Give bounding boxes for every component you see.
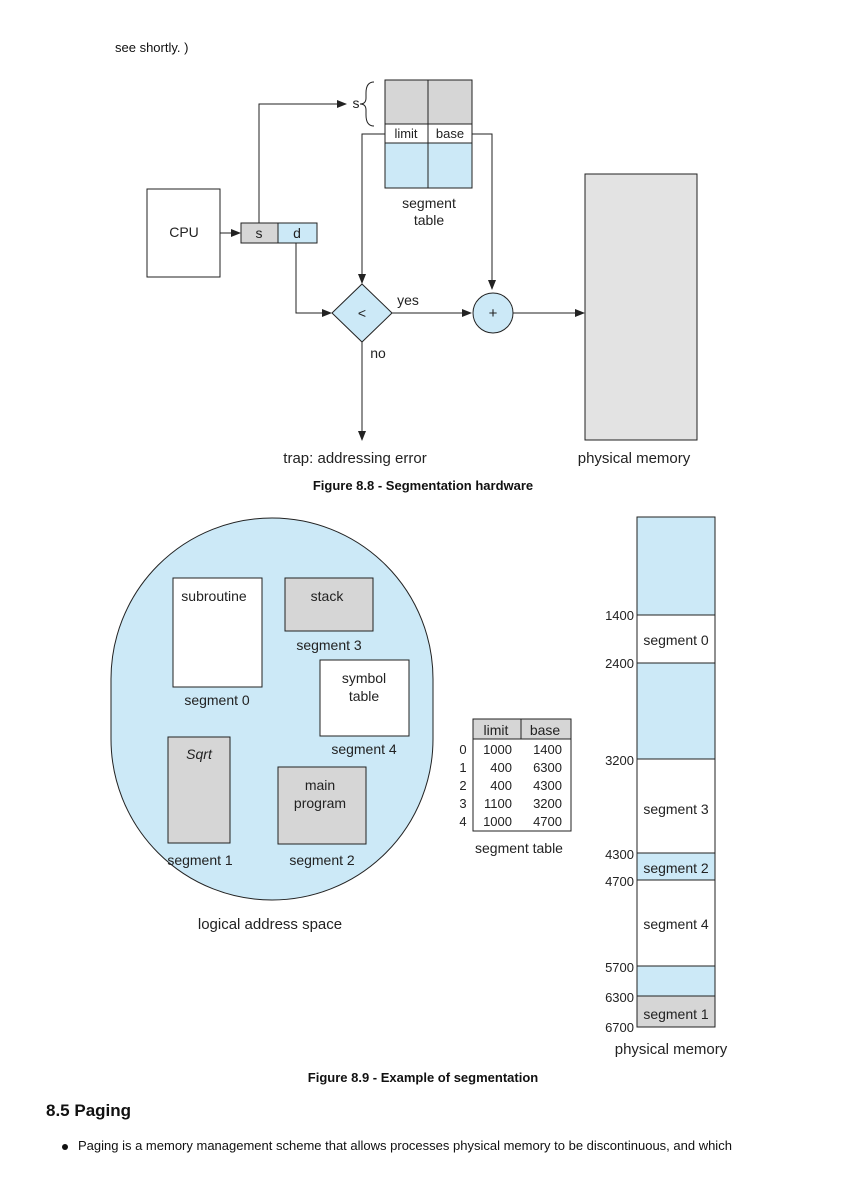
main-program-label-1: main — [305, 777, 335, 793]
table-cell-index: 2 — [459, 778, 466, 793]
bullet-text: Paging is a memory management scheme tha… — [78, 1138, 732, 1153]
table-cell-index: 4 — [459, 814, 466, 829]
table-cell-limit: 400 — [490, 778, 512, 793]
address-s-label: s — [256, 225, 263, 241]
table-cell-base: 4700 — [533, 814, 562, 829]
address-2400: 2400 — [605, 656, 634, 671]
subroutine-box — [172, 577, 263, 688]
table-cell-limit: 1000 — [483, 742, 512, 757]
mem-segment-1 — [636, 995, 716, 1028]
limit-label: limit — [394, 126, 417, 141]
yes-label: yes — [397, 292, 419, 308]
figure-8-9-caption: Figure 8.9 - Example of segmentation — [307, 1070, 539, 1085]
table-cell-limit: 1000 — [483, 814, 512, 829]
mem-segment-4 — [636, 879, 716, 967]
physical-memory-box — [584, 173, 698, 441]
base-label: base — [436, 126, 464, 141]
stack-label: stack — [311, 588, 345, 604]
s-arrow — [258, 100, 347, 223]
figure-8-8-caption: Figure 8.8 - Segmentation hardware — [312, 478, 534, 493]
address-5700: 5700 — [605, 960, 634, 975]
segment-2-label: segment 2 — [289, 852, 355, 868]
address-4300: 4300 — [605, 847, 634, 862]
no-label: no — [370, 345, 386, 361]
physical-memory-label: physical memory — [578, 450, 691, 467]
compare-label: < — [358, 305, 366, 321]
segment-table-label-1: segment — [402, 195, 456, 211]
table-cell-index: 3 — [459, 796, 466, 811]
symbol-table-label-1: symbol — [342, 670, 386, 686]
table-header-limit: limit — [484, 722, 509, 738]
symbol-table-box — [319, 659, 410, 737]
bullet-dot — [62, 1143, 68, 1150]
segment-3-label: segment 3 — [296, 637, 362, 653]
main-program-box — [277, 766, 367, 845]
mem-segment-2 — [636, 852, 716, 881]
section-heading: 8.5 Paging — [46, 1101, 132, 1120]
address-3200: 3200 — [605, 753, 634, 768]
table-cell-limit: 1100 — [484, 796, 512, 811]
table-cell-base: 4300 — [533, 778, 562, 793]
mem-segment-3 — [636, 758, 716, 854]
address-d-cell — [277, 222, 318, 244]
s-arrow-label: s — [353, 95, 360, 111]
base-arrow — [472, 133, 496, 290]
brace — [359, 81, 375, 127]
limit-arrow — [358, 133, 385, 284]
mem-segment-3-label: segment 3 — [643, 801, 709, 817]
trap-label: trap: addressing error — [283, 450, 426, 467]
mem-segment-2-label: segment 2 — [643, 860, 709, 876]
logical-address-space-label: logical address space — [198, 916, 342, 933]
sqrt-label: Sqrt — [186, 746, 213, 762]
plus-label: + — [489, 305, 498, 322]
segment-4-label: segment 4 — [331, 741, 397, 757]
address-6700: 6700 — [605, 1020, 634, 1035]
table-cell-limit: 400 — [490, 760, 512, 775]
address-6300: 6300 — [605, 990, 634, 1005]
table-cell-base: 6300 — [533, 760, 562, 775]
mem-segment-0 — [636, 614, 716, 664]
d-arrow — [295, 243, 332, 317]
segment-table-label-2: table — [414, 212, 445, 228]
segment-0-label: segment 0 — [184, 692, 250, 708]
table-cell-index: 0 — [459, 742, 466, 757]
segment-1-label: segment 1 — [167, 852, 233, 868]
mem-segment-4-label: segment 4 — [643, 916, 709, 932]
main-program-label-2: program — [294, 795, 346, 811]
intro-text: see shortly. ) — [115, 40, 189, 55]
stack-box — [284, 577, 374, 632]
sqrt-box — [167, 736, 231, 844]
segmentation-example-diagram: subroutine segment 0 stack segment 3 sym… — [110, 516, 728, 1058]
segmentation-hardware-diagram: CPU s d s limit base segment table < yes… — [146, 79, 698, 467]
table-cell-base: 3200 — [533, 796, 562, 811]
mem-segment-0-label: segment 0 — [643, 632, 709, 648]
address-1400: 1400 — [605, 608, 634, 623]
physical-memory-column — [636, 516, 716, 1028]
physical-memory-label-2: physical memory — [615, 1041, 728, 1058]
symbol-table-label-2: table — [349, 688, 380, 704]
address-d-label: d — [293, 225, 301, 241]
table-cell-base: 1400 — [533, 742, 562, 757]
segment-table-label: segment table — [475, 840, 563, 856]
cpu-label: CPU — [169, 224, 199, 240]
table-header-base: base — [530, 722, 561, 738]
bullet-item: Paging is a memory management scheme tha… — [62, 1138, 732, 1153]
subroutine-label: subroutine — [181, 588, 247, 604]
mem-segment-1-label: segment 1 — [643, 1006, 709, 1022]
table-cell-index: 1 — [459, 760, 466, 775]
address-4700: 4700 — [605, 874, 634, 889]
